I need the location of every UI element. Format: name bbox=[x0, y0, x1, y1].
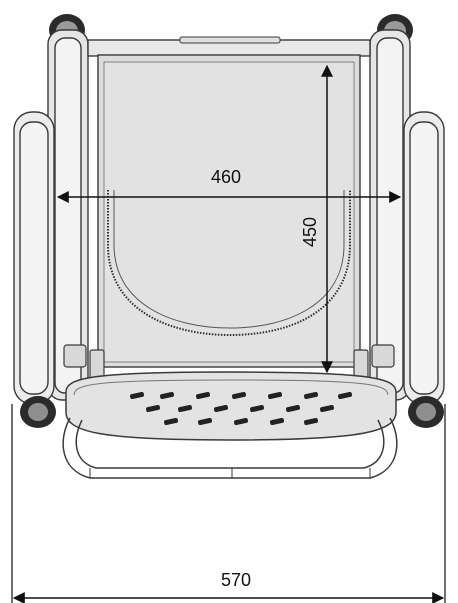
grip-pad bbox=[214, 404, 228, 413]
seat-depth-dimension: 450 bbox=[300, 64, 333, 374]
grip-pad bbox=[304, 391, 318, 400]
grip-pad bbox=[234, 417, 248, 426]
grip-pad bbox=[146, 404, 160, 413]
seat-panel bbox=[97, 54, 361, 368]
seat-depth-label: 450 bbox=[300, 217, 320, 247]
grip-pad bbox=[160, 391, 174, 400]
front-handle-bar bbox=[62, 417, 398, 479]
seat-cushion-curve bbox=[107, 190, 351, 337]
grip-pad bbox=[270, 417, 284, 426]
grip-pad bbox=[178, 404, 192, 413]
grip-pad bbox=[130, 391, 144, 400]
overall-width-dimension: 570 bbox=[11, 404, 446, 603]
grip-pad bbox=[164, 417, 178, 426]
grip-pad bbox=[198, 417, 212, 426]
grip-pad bbox=[250, 404, 264, 413]
seat-width-dimension: 460 bbox=[56, 167, 402, 203]
grip-pad bbox=[196, 391, 210, 400]
grip-pad bbox=[286, 404, 300, 413]
grip-pad bbox=[320, 404, 334, 413]
grip-pad bbox=[338, 391, 352, 400]
rear-wheels bbox=[20, 396, 444, 428]
overall-width-label: 570 bbox=[221, 570, 251, 590]
grip-pad bbox=[268, 391, 282, 400]
footrest-grip-pads bbox=[130, 391, 352, 426]
armrests bbox=[13, 111, 445, 405]
frame-lower-connectors bbox=[63, 344, 395, 381]
seat-width-label: 460 bbox=[211, 167, 241, 187]
backrest-top-bar bbox=[87, 36, 371, 57]
grip-pad bbox=[304, 417, 318, 426]
grip-pad bbox=[232, 391, 246, 400]
footrest-platform bbox=[65, 371, 397, 441]
